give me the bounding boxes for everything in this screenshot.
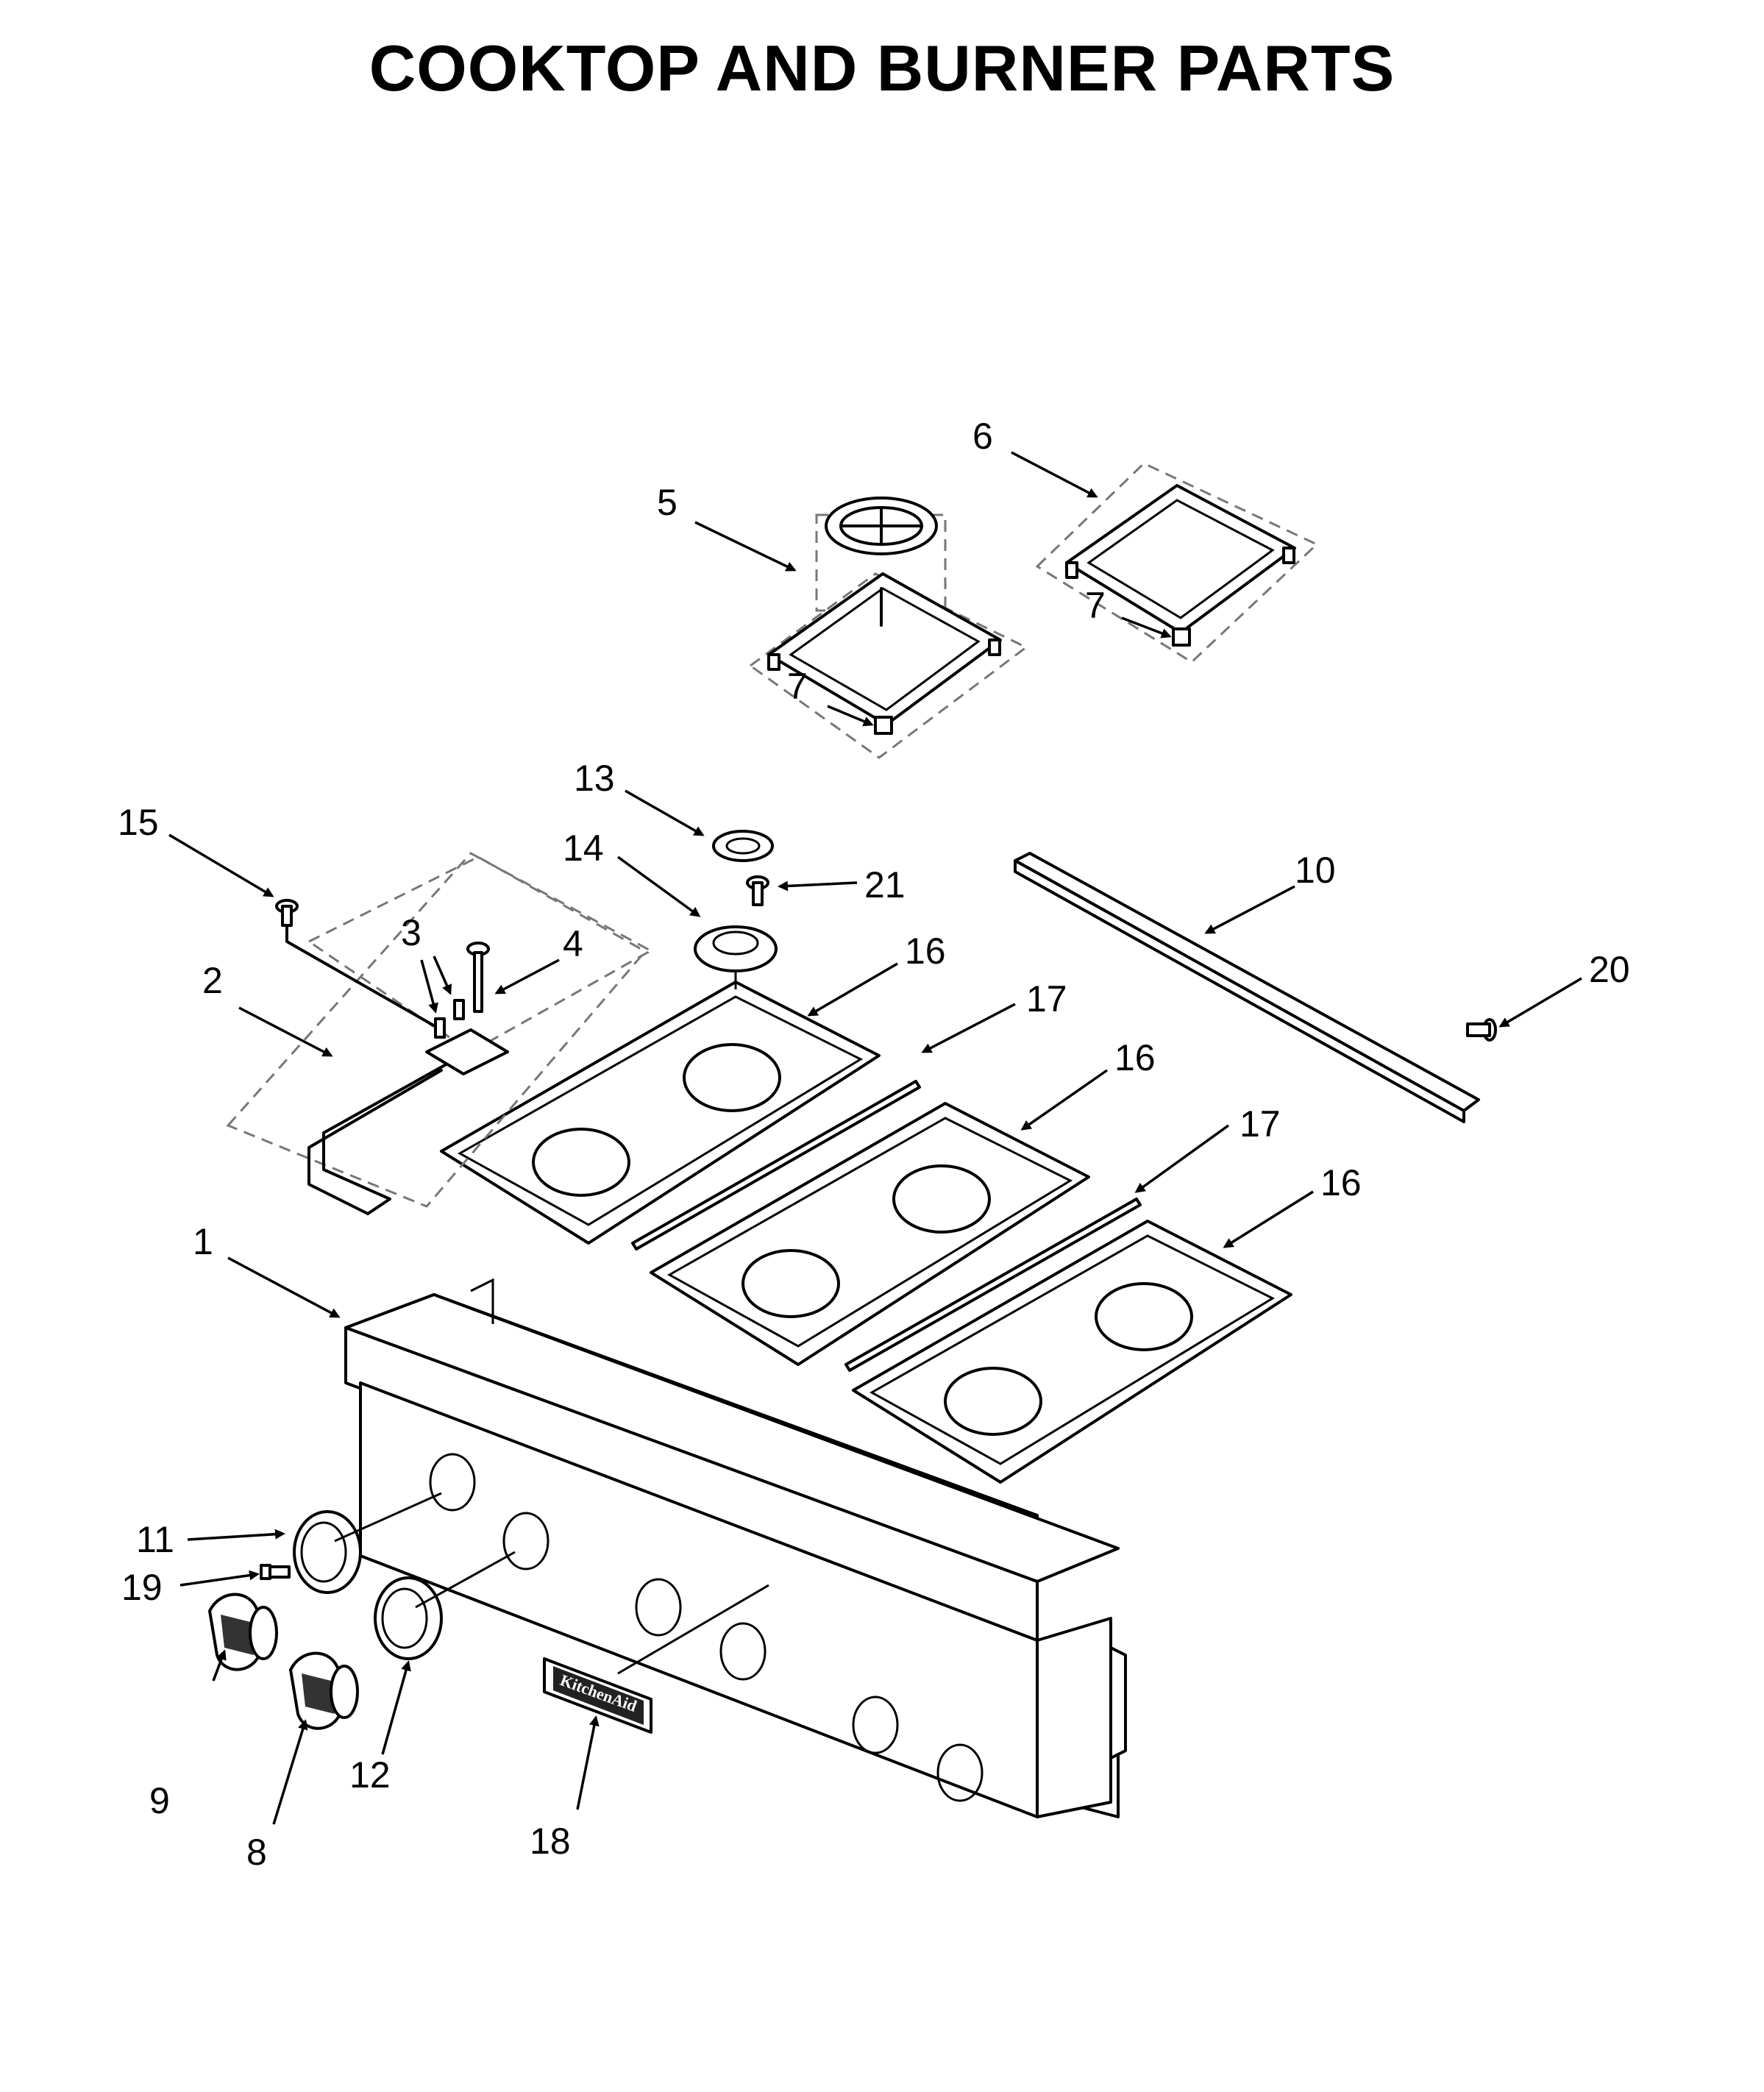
callout-4: 4 (563, 923, 583, 964)
callout-13: 13 (574, 758, 615, 799)
part-burner-head[interactable] (694, 925, 778, 972)
callout-9: 9 (149, 1780, 170, 1821)
part-bezel-left[interactable] (293, 1510, 362, 1594)
grate-outline-5 (748, 572, 1028, 759)
part-knob-8[interactable] (289, 1651, 359, 1730)
part-seal-17a[interactable] (631, 1080, 921, 1250)
part-screws-3[interactable] (434, 999, 465, 1039)
part-cooktop-front-panel[interactable] (344, 1278, 1127, 1818)
part-grate-6[interactable] (1065, 484, 1296, 647)
grate-outline-6 (1035, 462, 1319, 663)
part-burner-pan-3[interactable] (852, 1220, 1292, 1484)
callout-10: 10 (1295, 850, 1336, 891)
callout-16b: 16 (1114, 1037, 1156, 1078)
part-electrode-4[interactable] (466, 942, 490, 1013)
part-grate-5[interactable] (767, 572, 1002, 735)
callout-19: 19 (121, 1567, 163, 1608)
callout-18: 18 (530, 1821, 571, 1862)
callout-12: 12 (349, 1754, 391, 1796)
callout-17b: 17 (1240, 1103, 1281, 1145)
callout-2: 2 (202, 960, 223, 1001)
part-seal-17b[interactable] (844, 1198, 1142, 1372)
part-screw-21[interactable] (746, 875, 769, 906)
part-bezel-right[interactable] (374, 1576, 443, 1660)
callout-5: 5 (657, 482, 677, 523)
leader-lines (168, 451, 1582, 1825)
callout-17a: 17 (1026, 978, 1067, 1020)
page-title: COOKTOP AND BURNER PARTS (369, 32, 1395, 104)
part-screw-19[interactable] (260, 1564, 291, 1580)
callout-11: 11 (136, 1519, 174, 1560)
part-nameplate[interactable]: KitchenAid (543, 1657, 652, 1734)
callout-15: 15 (118, 802, 159, 843)
callout-7a: 7 (787, 666, 808, 707)
callout-1: 1 (193, 1221, 213, 1262)
callout-21: 21 (864, 864, 906, 906)
part-screw-20[interactable] (1466, 1018, 1497, 1042)
callout-7b: 7 (1085, 585, 1106, 626)
callout-3: 3 (401, 912, 422, 953)
callout-20: 20 (1589, 949, 1630, 990)
callout-8: 8 (246, 1832, 267, 1873)
callout-16c: 16 (1320, 1162, 1362, 1203)
part-burner-cap[interactable] (712, 830, 774, 862)
part-rear-trim-rail[interactable] (1014, 852, 1480, 1123)
callout-labels: 1 2 3 4 5 6 7 7 8 9 10 11 12 13 14 15 16… (118, 416, 1630, 1873)
part-burner-pan-1[interactable] (440, 981, 881, 1245)
part-igniter-harness[interactable] (285, 918, 509, 1215)
callout-6: 6 (972, 416, 993, 457)
assembly-outline-2 (226, 852, 650, 1208)
callout-16a: 16 (905, 931, 946, 972)
part-screw-15[interactable] (275, 899, 299, 927)
part-grate-center-ring[interactable] (825, 497, 938, 555)
callout-14: 14 (563, 828, 604, 869)
part-burner-pan-2[interactable] (650, 1102, 1090, 1366)
part-knob-9[interactable] (208, 1593, 278, 1671)
